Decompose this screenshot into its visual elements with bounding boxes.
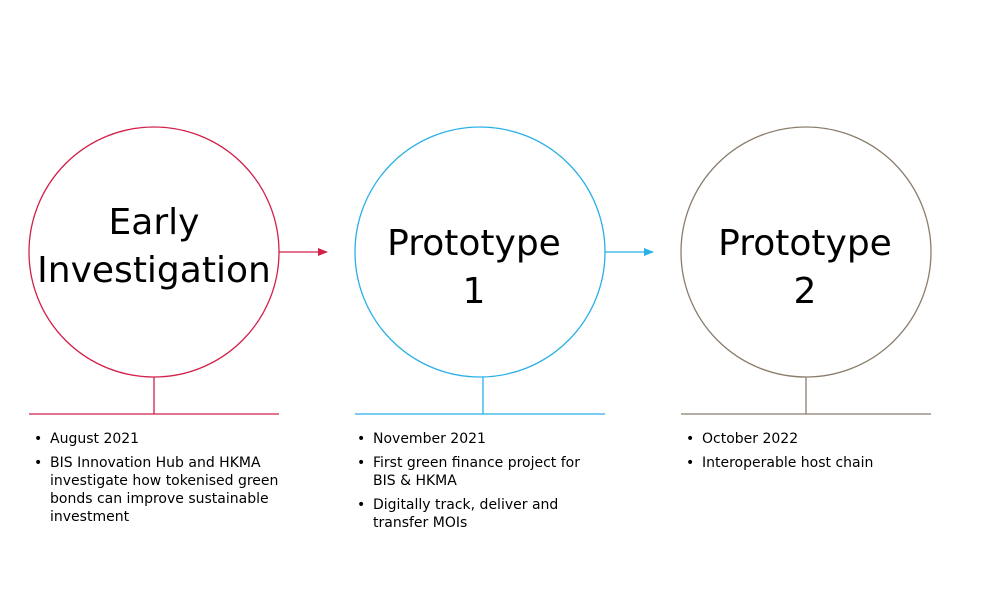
stage-details-early-investigation: August 2021 BIS Innovation Hub and HKMA … [32, 430, 280, 532]
title-line: Early [108, 202, 200, 243]
bullet-item: Digitally track, deliver and transfer MO… [355, 496, 593, 532]
stage-details-prototype-2: October 2022 Interoperable host chain [684, 430, 932, 478]
bullet-item: October 2022 [684, 430, 932, 448]
title-line: Prototype [387, 223, 561, 264]
stage-title-prototype-1: Prototype 1 [349, 220, 599, 316]
title-line: 1 [462, 271, 486, 312]
bullet-item: Interoperable host chain [684, 454, 932, 472]
title-line: 2 [793, 271, 817, 312]
bullet-item: August 2021 [32, 430, 280, 448]
title-line: Prototype [718, 223, 892, 264]
stage-title-prototype-2: Prototype 2 [680, 220, 930, 316]
stage-prototype-2 [680, 126, 932, 415]
bullet-item: First green finance project for BIS & HK… [355, 454, 593, 490]
stage-title-early-investigation: Early Investigation [29, 199, 279, 295]
bullet-item: November 2021 [355, 430, 593, 448]
stage-details-prototype-1: November 2021 First green finance projec… [355, 430, 593, 538]
bullet-item: BIS Innovation Hub and HKMA investigate … [32, 454, 280, 526]
title-line: Investigation [37, 250, 271, 291]
